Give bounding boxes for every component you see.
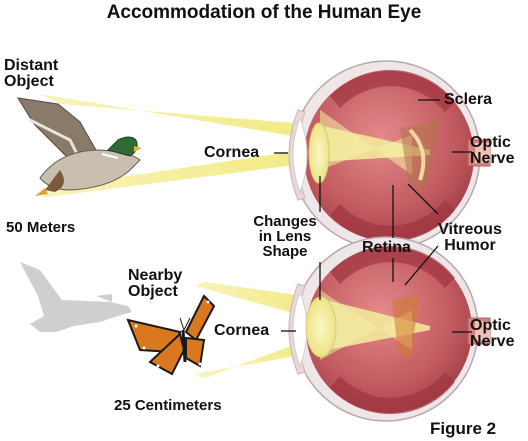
optic-nerve-top-line-2: Nerve <box>470 151 514 167</box>
figure-caption: Figure 2 <box>430 420 496 437</box>
lens-change-line-1: Changes <box>250 214 320 229</box>
vitreous-humor-label: Vitreous Humor <box>428 222 512 254</box>
bottom-eye <box>289 237 490 421</box>
lens-change-label: Changes in Lens Shape <box>250 214 320 259</box>
retina-label: Retina <box>362 240 411 256</box>
duck-silhouette-icon <box>20 262 132 332</box>
optic-nerve-bottom-line-2: Nerve <box>470 334 514 350</box>
vitreous-humor-line-2: Humor <box>428 238 512 254</box>
diagram-title: Accommodation of the Human Eye <box>0 3 528 22</box>
distance-near-label: 25 Centimeters <box>114 398 222 413</box>
distance-far-label: 50 Meters <box>6 220 75 235</box>
optic-nerve-bottom-label: Optic Nerve <box>470 318 514 350</box>
lens-top-thin <box>309 123 329 183</box>
vitreous-humor-line-1: Vitreous <box>428 222 512 238</box>
lens-change-line-2: in Lens <box>250 229 320 244</box>
distant-object-line-2: Object <box>4 74 58 90</box>
nearby-object-label: Nearby Object <box>128 268 182 300</box>
cornea-top-label: Cornea <box>204 145 259 161</box>
optic-nerve-bottom-line-1: Optic <box>470 318 514 334</box>
nearby-object-line-2: Object <box>128 284 182 300</box>
distant-object-label: Distant Object <box>4 58 58 90</box>
optic-nerve-top-line-1: Optic <box>470 135 514 151</box>
monarch-butterfly-icon <box>128 296 214 374</box>
sclera-label: Sclera <box>444 92 492 108</box>
optic-nerve-top-label: Optic Nerve <box>470 135 514 167</box>
nearby-object-line-1: Nearby <box>128 268 182 284</box>
lens-change-line-3: Shape <box>250 244 320 259</box>
lens-bottom-thick <box>306 297 336 357</box>
cornea-bottom-label: Cornea <box>214 323 269 339</box>
distant-object-line-1: Distant <box>4 58 58 74</box>
